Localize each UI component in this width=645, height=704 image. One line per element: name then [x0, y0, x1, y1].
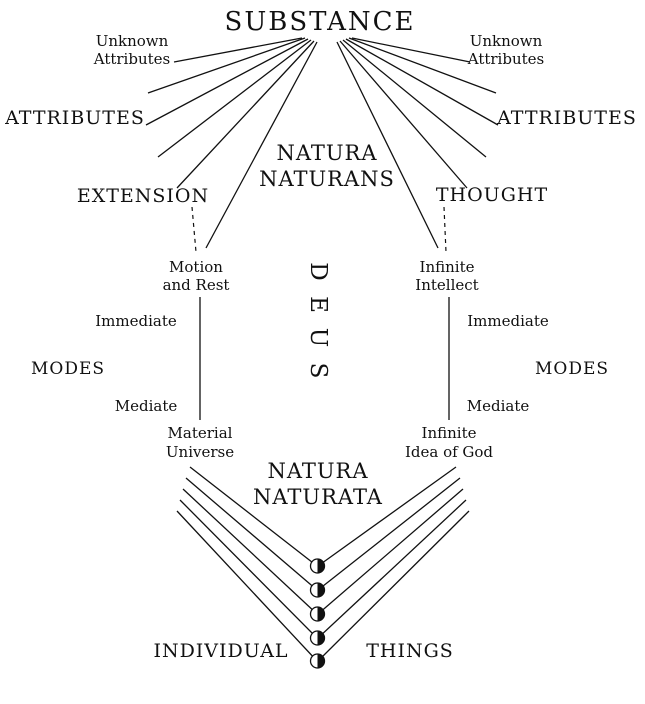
deus-letter-d: D [305, 262, 331, 281]
fan-line [339, 40, 468, 189]
thing-node-half [317, 583, 325, 597]
natura-naturans-line1: NATURA [276, 141, 377, 165]
fan-line [317, 488, 464, 615]
infinite-idea-of-god-line1: Infinite [422, 424, 477, 442]
left-unknown-attributes-line2: Attributes [93, 50, 170, 68]
right-unknown-attributes-line1: Unknown [470, 32, 543, 50]
deus-letter-u: U [305, 328, 331, 348]
right-mediate-label: Mediate [467, 397, 530, 415]
natura-naturata-line2: NATURATA [253, 485, 383, 509]
left-mediate-label: Mediate [115, 397, 178, 415]
motion-and-rest-line2: and Rest [163, 276, 230, 294]
left-things-fan [176, 466, 318, 662]
fan-line [176, 510, 318, 662]
fan-line [173, 37, 303, 63]
fan-line [157, 39, 312, 158]
deus-vertical-label: D E U S [305, 262, 331, 379]
right-unknown-attributes-line2: Attributes [467, 50, 544, 68]
motion-and-rest-line1: Motion [169, 258, 223, 276]
fan-line [189, 466, 318, 567]
fan-line [145, 38, 309, 126]
thing-node-half [317, 559, 325, 573]
fan-line [317, 499, 467, 639]
individual-label: INDIVIDUAL [153, 640, 288, 662]
thing-node-half [317, 607, 325, 621]
fan-line [336, 41, 439, 249]
material-universe-line2: Universe [166, 443, 234, 461]
natura-naturans-line2: NATURANS [259, 167, 395, 191]
fan-line [147, 37, 306, 94]
fan-line [185, 477, 318, 591]
fan-line [342, 39, 487, 158]
fan-line [205, 41, 318, 249]
left-attributes-label: ATTRIBUTES [4, 107, 145, 129]
right-things-fan [317, 466, 470, 662]
deus-letter-e: E [305, 296, 331, 314]
right-attributes-label: ATTRIBUTES [496, 107, 637, 129]
thought-label: THOUGHT [436, 184, 548, 206]
thought-to-intellect-dashed-line [443, 206, 447, 253]
fan-line [182, 488, 318, 615]
infinite-idea-of-god-line2: Idea of God [405, 443, 493, 461]
material-universe-line1: Material [168, 424, 233, 442]
fan-line [348, 37, 497, 94]
deus-letter-s: S [305, 363, 331, 380]
right-modes-label: MODES [535, 359, 609, 379]
left-attribute-fan [145, 37, 318, 249]
substance-label: SUBSTANCE [225, 7, 416, 37]
left-unknown-attributes-line1: Unknown [96, 32, 169, 50]
left-immediate-label: Immediate [95, 312, 177, 330]
fan-line [317, 477, 461, 591]
right-immediate-label: Immediate [467, 312, 549, 330]
extension-label: EXTENSION [77, 185, 209, 207]
natura-naturata-line1: NATURA [267, 459, 368, 483]
fan-line [317, 466, 457, 567]
thing-node-half [317, 654, 325, 668]
fan-line [176, 40, 315, 189]
fan-line [351, 37, 471, 63]
individual-thing-nodes [309, 558, 326, 669]
things-label: THINGS [366, 640, 454, 662]
fan-line [345, 38, 499, 126]
extension-to-motion-dashed-line [191, 206, 197, 253]
thing-node-half [317, 631, 325, 645]
right-attribute-fan [336, 37, 499, 249]
infinite-intellect-line2: Intellect [415, 276, 478, 294]
fan-line [317, 510, 470, 662]
fan-line [179, 499, 318, 639]
left-modes-label: MODES [31, 359, 105, 379]
infinite-intellect-line1: Infinite [420, 258, 475, 276]
